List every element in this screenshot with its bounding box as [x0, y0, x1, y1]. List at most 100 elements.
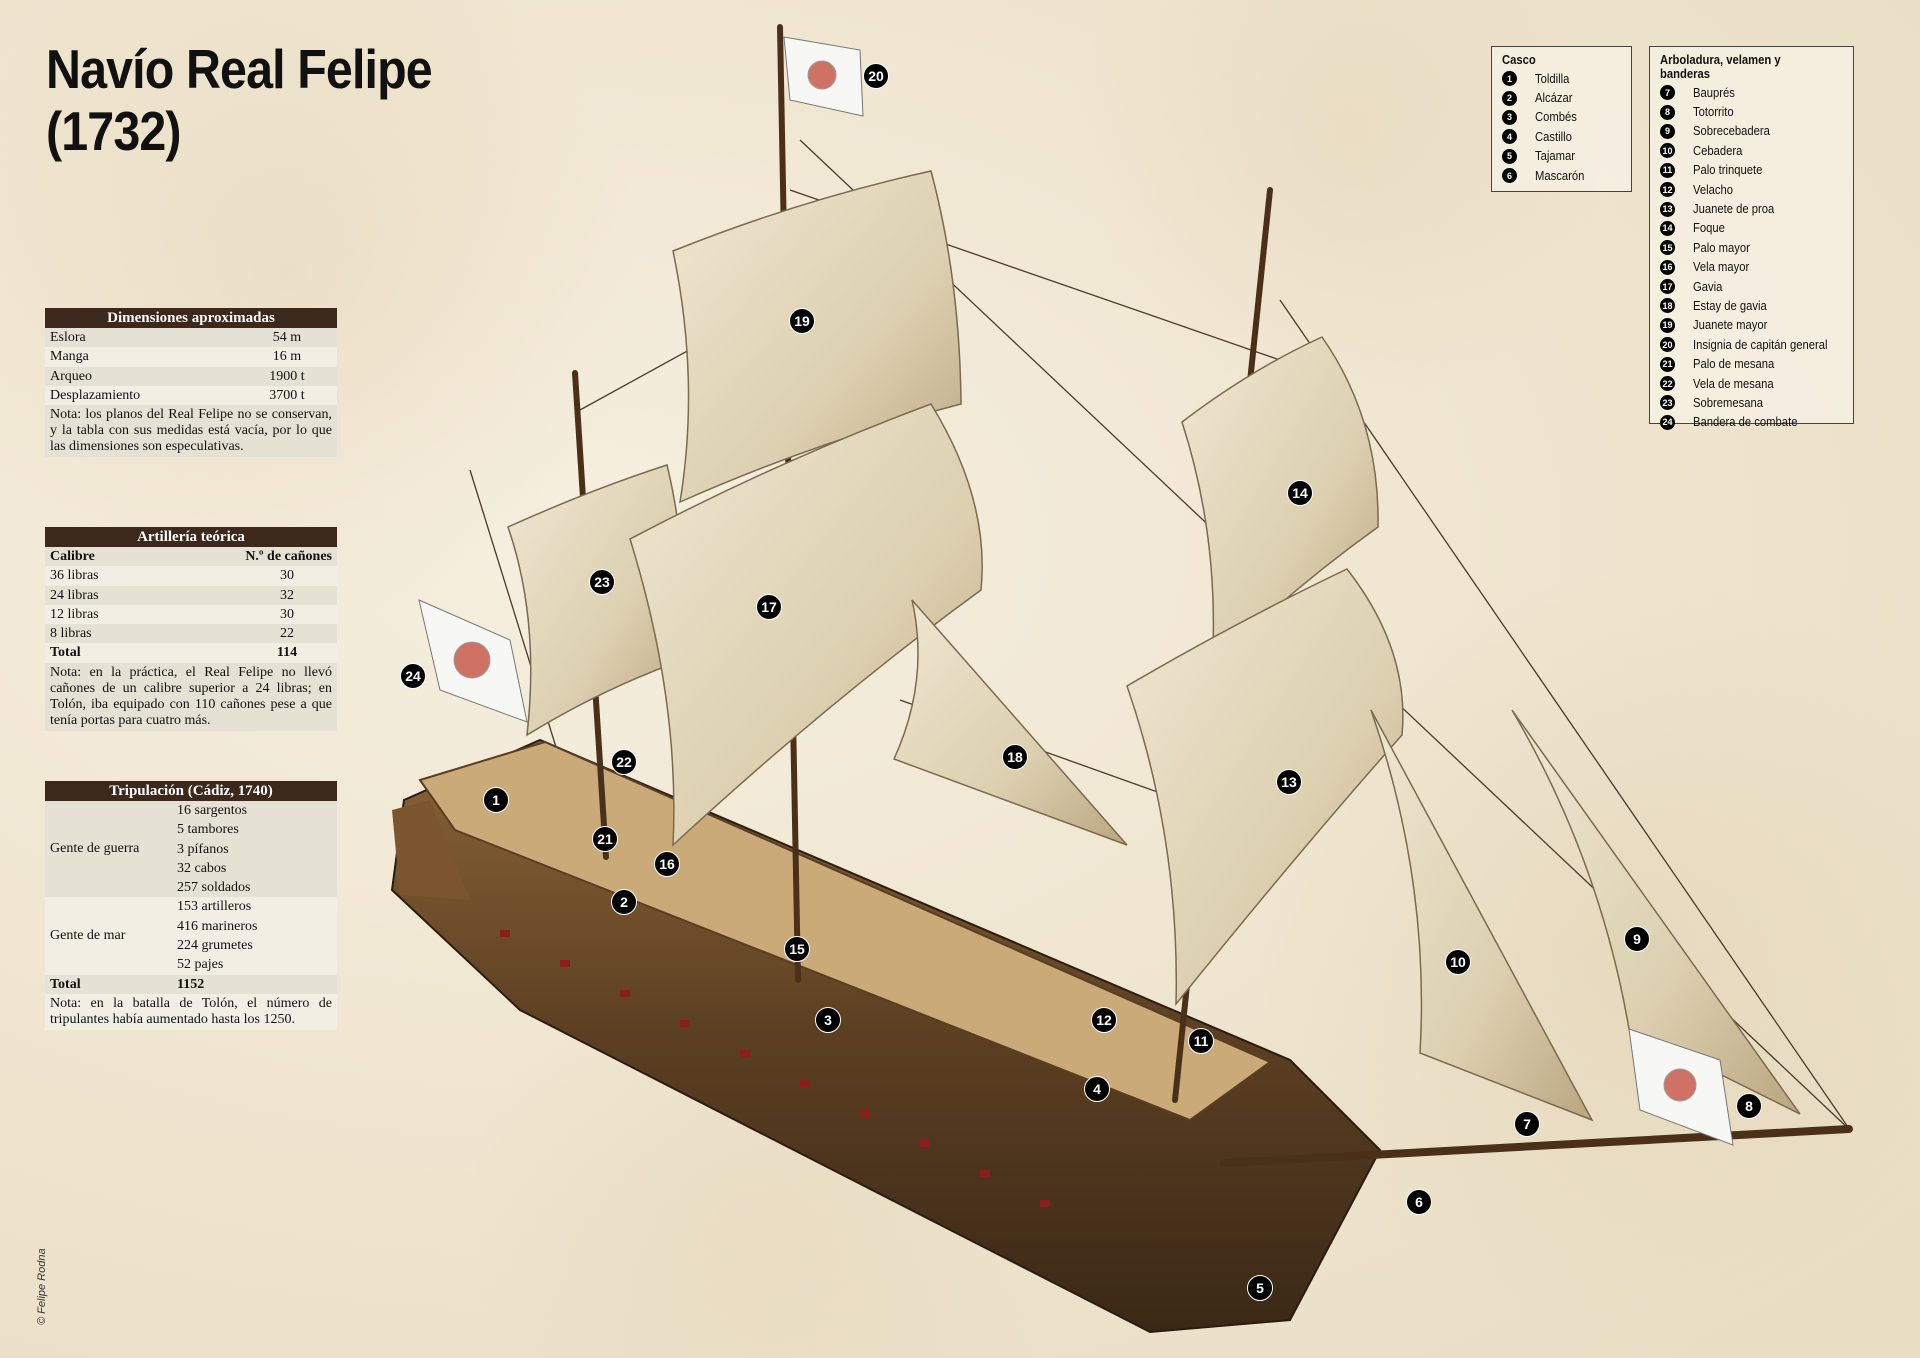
marker-14: 14	[1287, 480, 1313, 506]
sails	[507, 170, 1801, 1122]
crew-group-name: Gente de guerra	[50, 841, 140, 857]
table-note: Nota: los planos del Real Felipe no se c…	[45, 405, 337, 458]
marker-21: 21	[592, 826, 618, 852]
cell-label: Total	[50, 645, 81, 661]
marker-22: 22	[611, 749, 637, 775]
number-badge-icon: 18	[1660, 298, 1675, 314]
number-badge-icon: 23	[1660, 395, 1675, 411]
marker-9: 9	[1624, 926, 1650, 952]
cell-value: 32	[280, 587, 294, 603]
table-row: 36 libras 30	[45, 566, 337, 586]
legend-item: 9 Sobrecebadera	[1660, 122, 1843, 141]
crew-item: 153 artilleros	[177, 899, 252, 915]
number-badge-icon: 4	[1502, 129, 1517, 145]
cell-label: Manga	[50, 349, 89, 365]
marker-8: 8	[1736, 1093, 1762, 1119]
legend-label: Velacho	[1693, 182, 1734, 197]
hull	[390, 738, 1382, 1334]
cell-label: 24 libras	[50, 587, 99, 603]
marker-6: 6	[1406, 1189, 1432, 1215]
number-badge-icon: 14	[1660, 220, 1675, 236]
marker-16: 16	[654, 851, 680, 877]
table-row: 24 libras 32	[45, 585, 337, 605]
crew-item: 224 grumetes	[177, 938, 253, 954]
number-badge-icon: 8	[1660, 104, 1675, 120]
table-row: Manga 16 m	[45, 347, 337, 367]
marker-23: 23	[589, 569, 615, 595]
cell-label: Total	[50, 976, 81, 992]
legend-label: Combés	[1535, 110, 1577, 125]
credit: © Felipe Rodna	[36, 1248, 48, 1325]
marker-18: 18	[1002, 744, 1028, 770]
number-badge-icon: 22	[1660, 376, 1675, 392]
title-line-1: Navío Real Felipe	[46, 38, 433, 100]
marker-24: 24	[400, 663, 426, 689]
legend-label: Tajamar	[1535, 149, 1576, 164]
crew-group: Gente de guerra 16 sargentos 5 tambores …	[45, 801, 337, 898]
sail-velacho	[1126, 568, 1404, 1007]
table-row: Desplazamiento 3700 t	[45, 385, 337, 406]
crew-group-name: Gente de mar	[50, 928, 126, 944]
table-header: Dimensiones aproximadas	[45, 308, 337, 328]
number-badge-icon: 6	[1502, 168, 1517, 184]
cell-value: 1900 t	[269, 368, 305, 384]
crew-item: 416 marineros	[177, 918, 258, 934]
marker-7: 7	[1514, 1111, 1540, 1137]
cell-value: 16 m	[272, 349, 302, 365]
cell-label: Arqueo	[50, 368, 92, 384]
table-header: Artillería teórica	[45, 527, 337, 547]
legend-label: Sobrecebadera	[1693, 124, 1770, 139]
legend-item: 6 Mascarón	[1502, 166, 1621, 185]
legend-label: Juanete de proa	[1693, 202, 1775, 217]
legend-item: 23 Sobremesana	[1660, 393, 1843, 412]
legend-label: Totorrito	[1693, 105, 1734, 120]
cell-label: 36 libras	[50, 568, 99, 584]
cell-value: 30	[280, 568, 294, 584]
marker-4: 4	[1084, 1076, 1110, 1102]
legend-label: Cebadera	[1693, 143, 1743, 158]
legend-label: Castillo	[1535, 129, 1572, 144]
sail-cebadera	[1370, 709, 1594, 1122]
column-header: N.º de cañones	[245, 549, 332, 564]
legend-label: Mascarón	[1535, 168, 1585, 183]
crew-item: 257 soldados	[177, 880, 251, 896]
legend-label: Palo de mesana	[1693, 357, 1775, 372]
number-badge-icon: 20	[1660, 337, 1675, 353]
number-badge-icon: 9	[1660, 123, 1675, 139]
crew-item: 5 tambores	[177, 822, 239, 838]
legend-label: Estay de gavia	[1693, 298, 1767, 313]
number-badge-icon: 10	[1660, 143, 1675, 159]
page-title: Navío Real Felipe (1732)	[46, 38, 433, 162]
number-badge-icon: 17	[1660, 279, 1675, 295]
cell-value: 3700 t	[269, 387, 305, 403]
number-badge-icon: 11	[1660, 162, 1675, 178]
legend-item: 8 Totorrito	[1660, 102, 1843, 121]
cell-label: Desplazamiento	[50, 387, 141, 403]
crew-item: 16 sargentos	[177, 803, 248, 818]
legend-label: Sobremesana	[1693, 395, 1764, 410]
marker-13: 13	[1276, 769, 1302, 795]
sail-estay-gavia	[892, 599, 1128, 846]
legend-item: 10 Cebadera	[1660, 141, 1843, 160]
legend-label: Insignia de capitán general	[1693, 337, 1828, 352]
number-badge-icon: 24	[1660, 414, 1675, 430]
sail-foque	[1181, 336, 1379, 669]
table-note: Nota: en la batalla de Tolón, el número …	[45, 993, 337, 1030]
legend-label: Palo trinquete	[1693, 163, 1763, 178]
marker-17: 17	[756, 594, 782, 620]
